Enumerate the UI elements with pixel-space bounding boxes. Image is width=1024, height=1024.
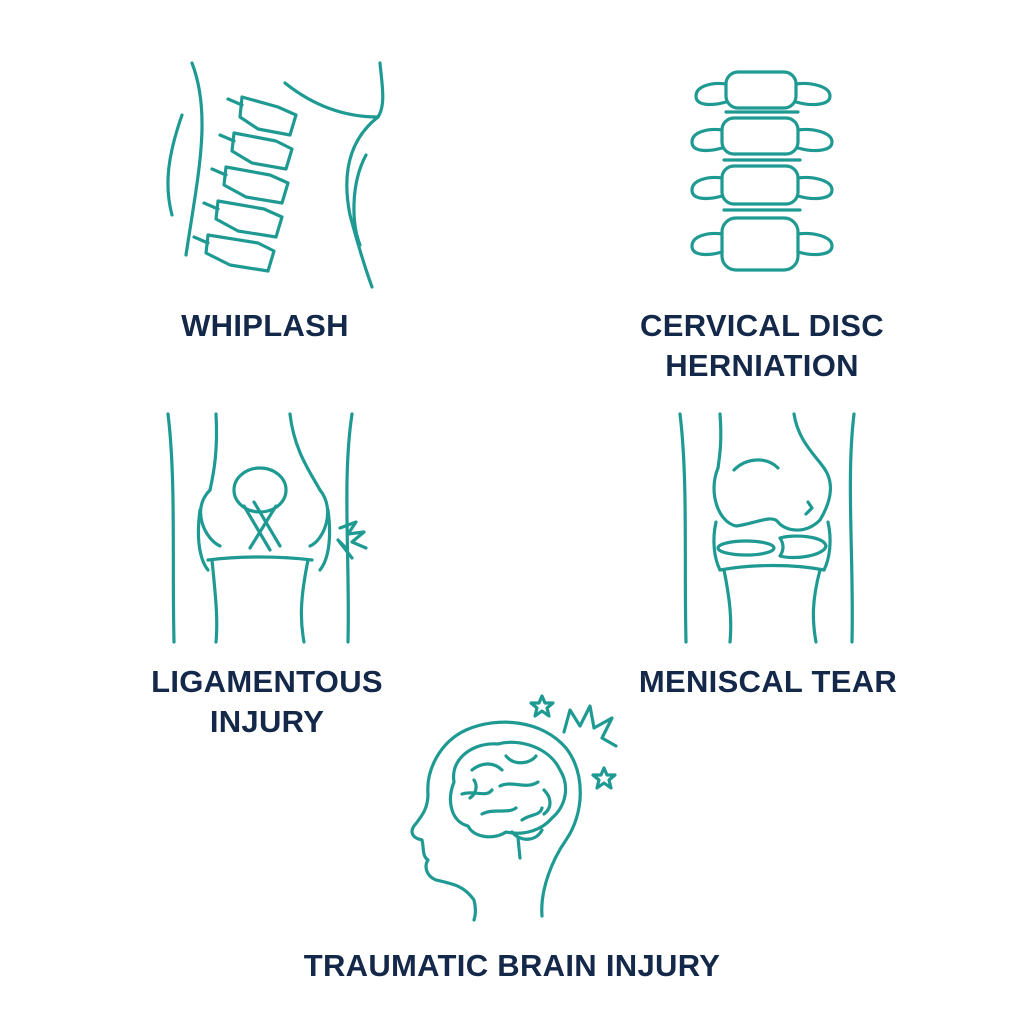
tbi-label: TRAUMATIC BRAIN INJURY bbox=[262, 946, 762, 986]
tbi-label-line-1: TRAUMATIC BRAIN INJURY bbox=[303, 948, 721, 983]
meniscal-tear-label: MENISCAL TEAR bbox=[618, 662, 918, 702]
whiplash-label-line-1: WHIPLASH bbox=[181, 308, 349, 343]
knee-ligament-icon bbox=[166, 412, 368, 644]
vertebrae-icon bbox=[690, 70, 834, 272]
cervical-disc-label: CERVICAL DISC HERNIATION bbox=[612, 306, 912, 386]
ligamentous-label: LIGAMENTOUS INJURY bbox=[122, 662, 412, 742]
meniscal-tear-label-line-1: MENISCAL TEAR bbox=[638, 664, 898, 699]
ligamentous-label-line-1: LIGAMENTOUS bbox=[151, 664, 383, 699]
cervical-disc-label-line-1: CERVICAL DISC bbox=[640, 308, 884, 343]
whiplash-label: WHIPLASH bbox=[120, 306, 410, 346]
knee-meniscus-icon bbox=[678, 412, 856, 644]
ligamentous-label-line-2: INJURY bbox=[209, 704, 325, 739]
cervical-disc-label-line-2: HERNIATION bbox=[665, 348, 859, 383]
neck-spine-icon bbox=[166, 61, 385, 289]
head-brain-icon bbox=[410, 694, 618, 922]
